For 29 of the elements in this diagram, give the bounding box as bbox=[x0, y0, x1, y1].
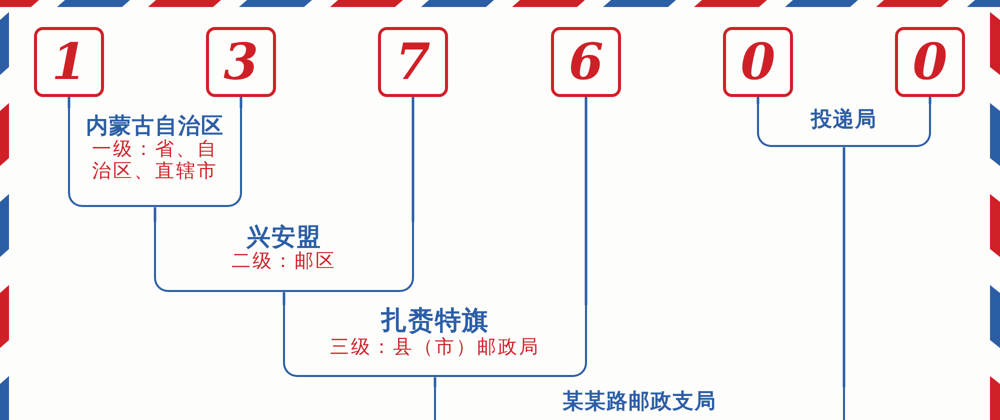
digit-box: 3 bbox=[206, 27, 276, 97]
bracket bbox=[434, 387, 846, 420]
connector-line bbox=[928, 97, 932, 104]
connector-line bbox=[434, 377, 436, 387]
bracket bbox=[282, 305, 588, 378]
level-note: 一级：省、自治区、直辖市 bbox=[91, 139, 219, 183]
bracket bbox=[154, 222, 414, 292]
place-name: 投递局 bbox=[811, 107, 877, 132]
place-name: 内蒙古自治区 bbox=[86, 114, 224, 139]
digit-box: 1 bbox=[34, 27, 104, 97]
connector-line bbox=[584, 97, 588, 305]
connector-line bbox=[282, 292, 286, 305]
connector-line bbox=[412, 97, 414, 222]
connector-line bbox=[842, 147, 846, 387]
connector-line bbox=[756, 97, 760, 104]
connector-line bbox=[154, 207, 156, 222]
bracket bbox=[756, 104, 932, 148]
digit-box: 7 bbox=[378, 27, 448, 97]
connector-line bbox=[240, 97, 242, 108]
level-note: 三级：县（市）邮政局 bbox=[330, 336, 540, 359]
connector-line bbox=[68, 97, 70, 108]
level-note: 二级：邮区 bbox=[232, 250, 336, 272]
place-name: 兴安盟 bbox=[246, 223, 322, 251]
digit-box: 0 bbox=[723, 27, 793, 97]
place-name: 某某路邮政支局 bbox=[562, 389, 716, 414]
bracket bbox=[68, 108, 242, 208]
digit-box: 6 bbox=[551, 27, 621, 97]
digit-box: 0 bbox=[895, 27, 965, 97]
place-name: 扎赉特旗 bbox=[381, 307, 489, 337]
